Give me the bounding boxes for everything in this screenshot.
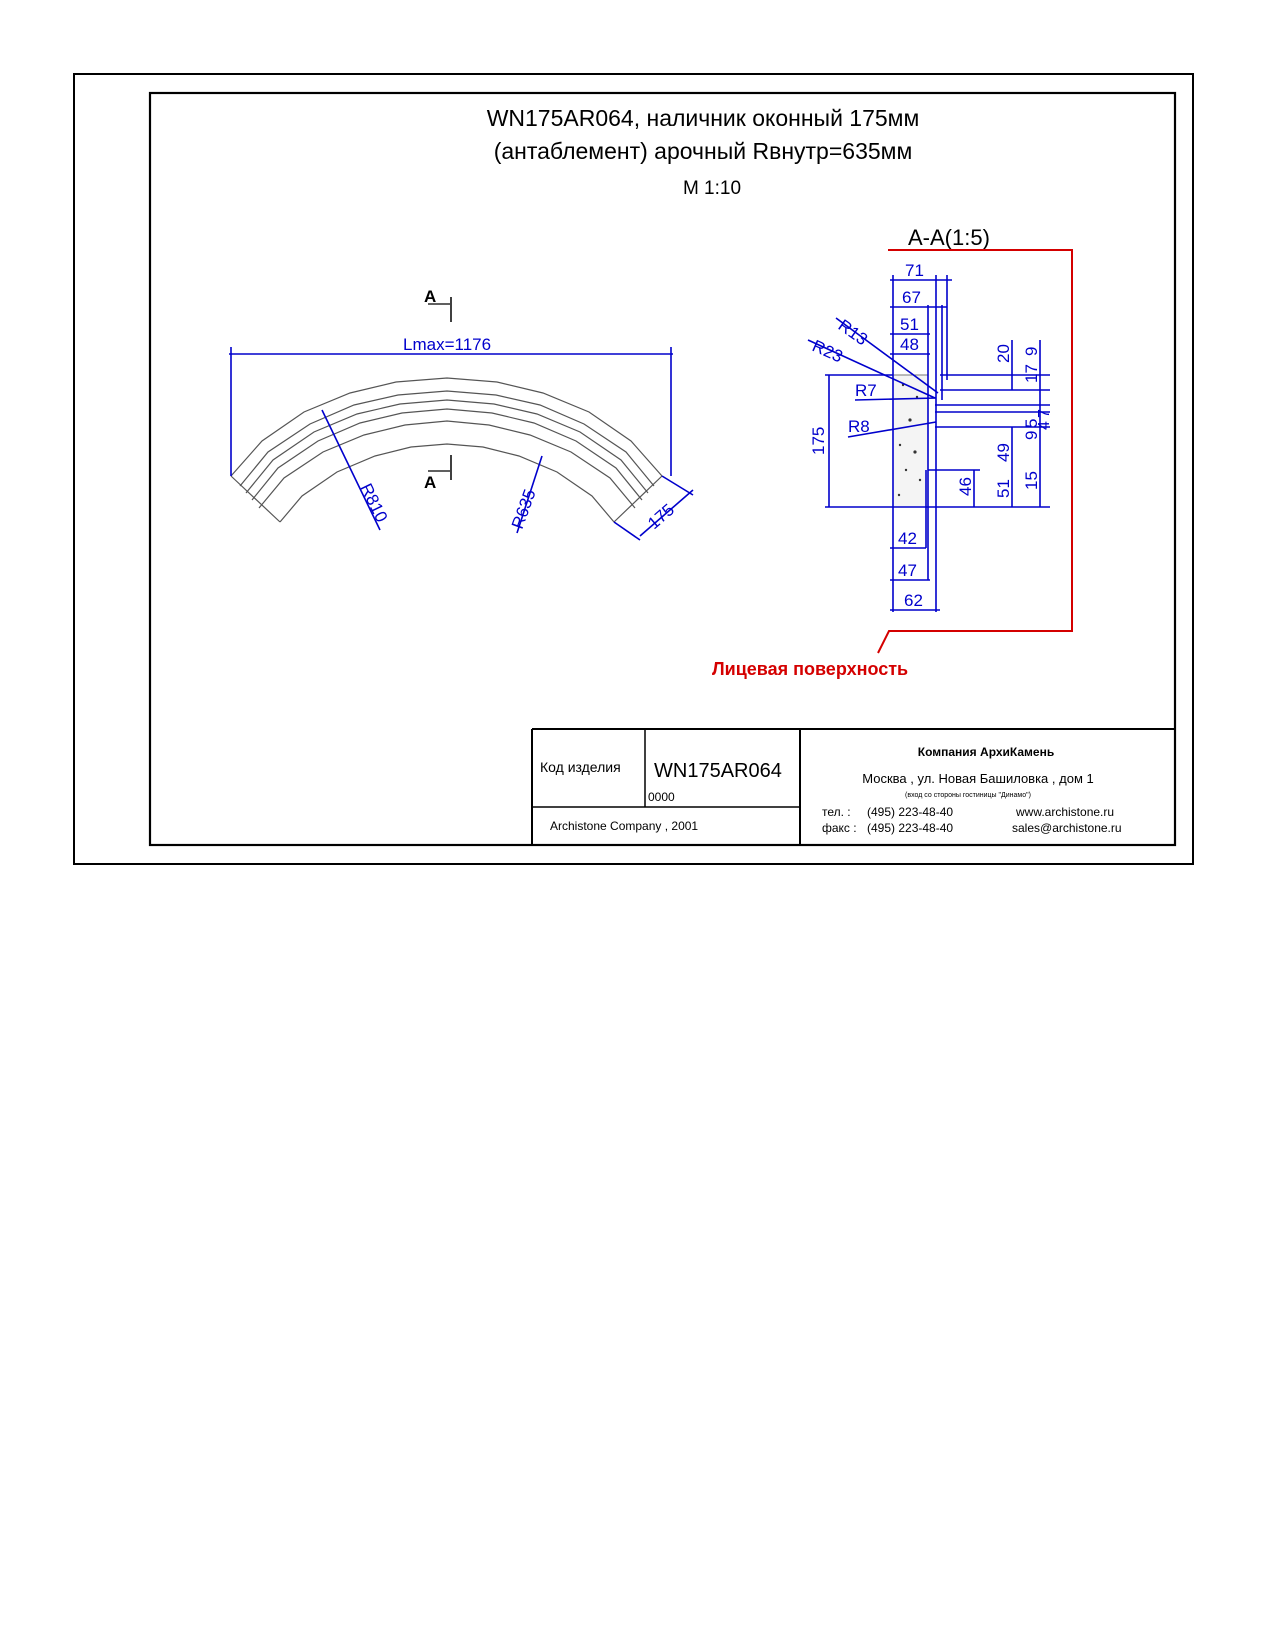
r810-leader: [321, 409, 381, 531]
r635-leader: [516, 455, 543, 534]
code-value: WN175AR064: [654, 760, 782, 782]
dim-17: 17: [1022, 364, 1041, 383]
dim-5: 5: [1022, 419, 1041, 428]
company-address: Москва , ул. Новая Башиловка , дом 1: [862, 771, 1093, 786]
drawing-title-line1: WN175AR064, наличник оконный 175мм: [487, 105, 920, 131]
section-title: А-А(1:5): [908, 225, 990, 250]
r8-leader: [847, 421, 937, 438]
r7-label: R7: [855, 381, 877, 400]
profile-body: [892, 374, 929, 508]
email: sales@archistone.ru: [1012, 821, 1122, 835]
dim-49: 49: [994, 443, 1013, 462]
outer-frame: [73, 73, 1194, 865]
dim-48: 48: [900, 335, 919, 354]
arch-line-3: [245, 399, 649, 494]
inner-frame: [148, 91, 1177, 847]
arch-line-5: [258, 420, 636, 509]
r23-leader: [807, 339, 936, 399]
phone-label: тел. :: [822, 805, 851, 819]
drawing-title-line2: (антаблемент) арочный Rвнутр=635мм: [494, 138, 913, 164]
arch-left-end: [230, 475, 281, 523]
dim-47: 47: [898, 561, 917, 580]
arch-right-end: [613, 475, 663, 523]
r635-label: R635: [508, 487, 540, 532]
r810-label: R810: [356, 480, 391, 525]
r13-leader: [835, 317, 939, 394]
dim-4: 4: [1036, 421, 1053, 430]
section-mark-top: А: [424, 287, 436, 306]
copyright: Archistone Company , 2001: [550, 819, 698, 833]
website: www.archistone.ru: [1015, 805, 1114, 819]
company-name: Компания АрхиКамень: [918, 745, 1054, 759]
dim-20: 20: [994, 344, 1013, 363]
r8-label: R8: [848, 417, 870, 436]
width-ext-2: [661, 475, 694, 496]
dim-71: 71: [905, 261, 924, 280]
dim-15: 15: [1022, 471, 1041, 490]
profile-hatch-dots: [897, 383, 922, 497]
arch-outer-edge: [230, 377, 663, 477]
face-surface-outline: [877, 249, 1073, 654]
plan-view: Lmax=1176 R810 R635 175 А А: [229, 287, 694, 541]
dim-9-bottom: 9: [1022, 431, 1041, 440]
dim-51-right: 51: [994, 479, 1013, 498]
dim-9-top: 9: [1022, 347, 1041, 356]
arch-line-2: [239, 390, 655, 487]
sub-code: 0000: [648, 790, 675, 804]
width-ext-1: [613, 521, 641, 541]
dim-46: 46: [956, 477, 975, 496]
lmax-label: Lmax=1176: [403, 335, 491, 354]
face-surface-label: Лицевая поверхность: [712, 659, 908, 679]
r23-label: R23: [809, 336, 845, 366]
dim-7: 7: [1036, 409, 1053, 418]
dim-67: 67: [902, 288, 921, 307]
dim-62: 62: [904, 591, 923, 610]
r7-leader: [854, 397, 937, 401]
width-dim-line: [639, 489, 694, 537]
section-view: А-А(1:5) Лицевая поверхность 71 67 51 48…: [712, 225, 1073, 679]
dim-51-top: 51: [900, 315, 919, 334]
fax-number: (495) 223-48-40: [867, 821, 953, 835]
fax-label: факс :: [822, 821, 857, 835]
section-mark-bottom: А: [424, 473, 436, 492]
arch-line-4: [251, 408, 643, 501]
drawing-scale: М 1:10: [683, 178, 741, 199]
height-label: 175: [809, 427, 828, 455]
arch-inner-edge: [279, 443, 615, 523]
dim-42: 42: [898, 529, 917, 548]
code-label: Код изделия: [540, 759, 621, 775]
address-note: (вход со стороны гостиницы "Динамо"): [905, 792, 1031, 799]
phone-number: (495) 223-48-40: [867, 805, 953, 819]
title-block: Код изделия WN175AR064 0000 Archistone C…: [531, 728, 1175, 845]
